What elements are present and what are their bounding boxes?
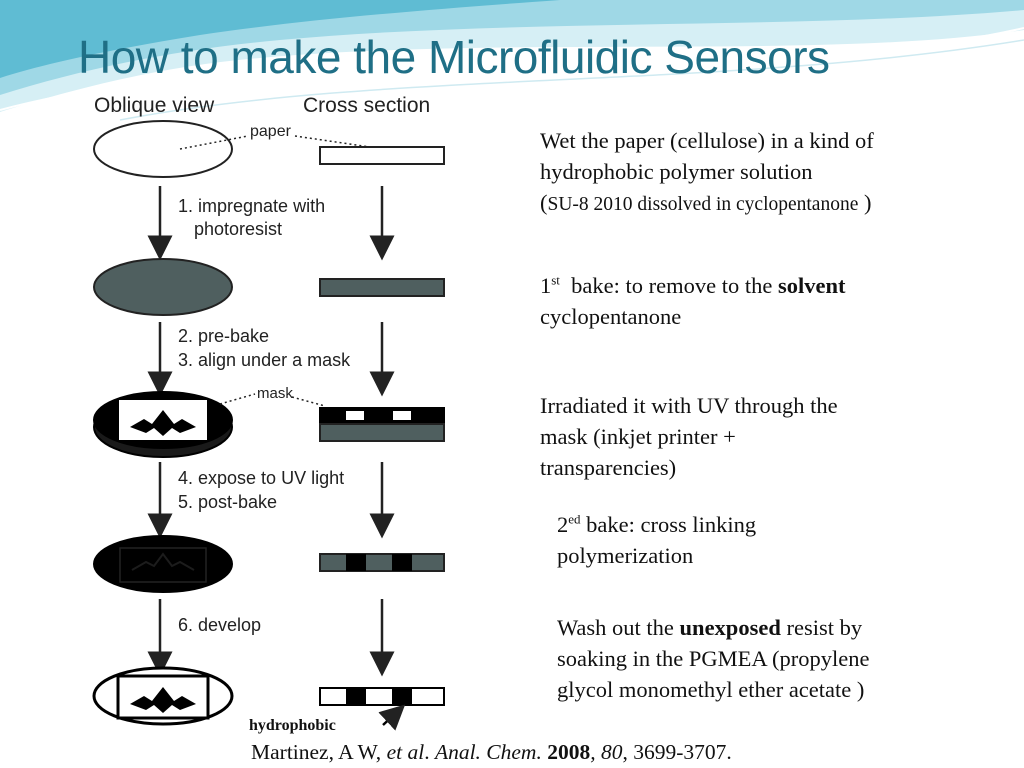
header-swoosh (0, 0, 1024, 121)
note-5-text-b: resist by (780, 615, 863, 640)
note-4-number: 2 (557, 512, 569, 537)
note-first-bake: 1st bake: to remove to the solvent cyclo… (540, 270, 845, 332)
note-irradiate: Irradiated it with UV through the mask (… (540, 390, 838, 483)
exposed-oblique (93, 535, 233, 593)
citation-journal: Anal. Chem. (434, 740, 542, 764)
swoosh-band-dark (0, 0, 560, 78)
paper-leader-line (179, 135, 249, 150)
note-5-line-1: Wash out the unexposed resist by (557, 612, 869, 643)
citation-etal: et al (386, 740, 425, 764)
note-5-line-2: soaking in the PGMEA (propylene (557, 646, 870, 671)
note-4-sup: ed (568, 511, 581, 527)
su8-solution: SU-8 2010 dissolved in cyclopentanone (547, 194, 859, 215)
note-2-bold: solvent (777, 273, 846, 298)
exposed-cross-section (319, 553, 445, 572)
mask-cross-layer (319, 407, 445, 423)
note-5-text-a: Wash out the (557, 615, 680, 640)
note-5-line-3: glycol monomethyl ether acetate ) (557, 677, 865, 702)
paren-close: ) (858, 190, 872, 215)
note-second-bake: 2ed bake: cross linking polymerization (557, 509, 756, 571)
exposed-pattern-faint (131, 552, 195, 571)
note-wash-out: Wash out the unexposed resist by soaking… (557, 612, 869, 705)
note-2-line-1: 1st bake: to remove to the solvent (540, 270, 845, 301)
swoosh-line (0, 27, 1024, 111)
paper-cross-section (319, 146, 445, 165)
header-cross-section: Cross section (303, 94, 430, 117)
developed-channel-pattern (130, 687, 196, 713)
exposed-cross-block-1 (346, 554, 366, 571)
developed-cross-block-2 (392, 688, 412, 705)
citation-dot: . (424, 740, 435, 764)
note-3-line-2: mask (inkjet printer + (540, 424, 736, 449)
note-1-line-2: hydrophobic polymer solution (540, 159, 813, 184)
note-3-line-3: transparencies) (540, 455, 677, 480)
paren-open: ( (540, 190, 548, 215)
impregnated-cross-section (319, 278, 445, 297)
note-3-line-1: Irradiated it with UV through the (540, 393, 838, 418)
process-diagram: Oblique view Cross section paper 1. impr… (92, 94, 445, 731)
masked-cross-resist (319, 423, 445, 442)
header-oblique-view: Oblique view (94, 94, 215, 117)
mask-label: mask (257, 385, 293, 402)
note-4-text: bake: cross linking (580, 512, 757, 537)
note-2-number: 1 (540, 273, 552, 298)
developed-cross-section (319, 687, 445, 706)
note-1-line-3: (SU-8 2010 dissolved in cyclopentanone ) (540, 187, 874, 220)
mask-leader-line (219, 393, 256, 405)
step-5-label: 5. post-bake (178, 492, 277, 512)
mask-leader-line-2 (291, 396, 326, 407)
paper-leader-line-2 (294, 135, 371, 148)
note-1-line-1: Wet the paper (cellulose) in a kind of (540, 128, 874, 153)
hydrophobic-label: hydrophobic (249, 717, 336, 734)
exposed-window-outline (119, 547, 207, 583)
mask-cross-gap-1 (346, 411, 364, 420)
paper-oblique (93, 120, 233, 178)
citation-year: 2008 (547, 740, 591, 764)
note-5-bold: unexposed (679, 615, 781, 640)
citation-pages: , 3699-3707. (622, 740, 732, 764)
step-3-label: 3. align under a mask (178, 350, 351, 370)
step-4-label: 4. expose to UV light (178, 468, 344, 488)
step-6-label: 6. develop (178, 615, 261, 635)
step-1-label: 1. impregnate with (178, 196, 325, 216)
step-2-label: 2. pre-bake (178, 326, 269, 346)
impregnated-oblique (93, 258, 233, 316)
citation-comma: , (590, 740, 601, 764)
mask-pattern (130, 410, 196, 436)
paper-label: paper (250, 123, 292, 140)
note-2-text: bake: to remove to the (559, 273, 778, 298)
mask-cross-gap-2 (393, 411, 411, 420)
citation-volume: 80 (600, 740, 623, 764)
citation: Martinez, A W, et al. Anal. Chem. 2008 , … (251, 740, 732, 765)
note-2-line-2: cyclopentanone (540, 304, 682, 329)
citation-authors: Martinez, A W, (251, 740, 387, 764)
slide-title: How to make the Microfluidic Sensors (78, 31, 830, 83)
step-1-label-line2: photoresist (194, 219, 282, 239)
note-4-line-2: polymerization (557, 543, 694, 568)
note-2-sup: st (551, 272, 560, 288)
developed-cross-block-1 (346, 688, 366, 705)
hydrophobic-pointer-arrow (378, 704, 406, 731)
swoosh-line-2 (119, 39, 1024, 121)
exposed-cross-block-2 (392, 554, 412, 571)
note-4-line-1: 2ed bake: cross linking (557, 509, 756, 540)
note-wet-paper: Wet the paper (cellulose) in a kind of h… (540, 125, 874, 220)
